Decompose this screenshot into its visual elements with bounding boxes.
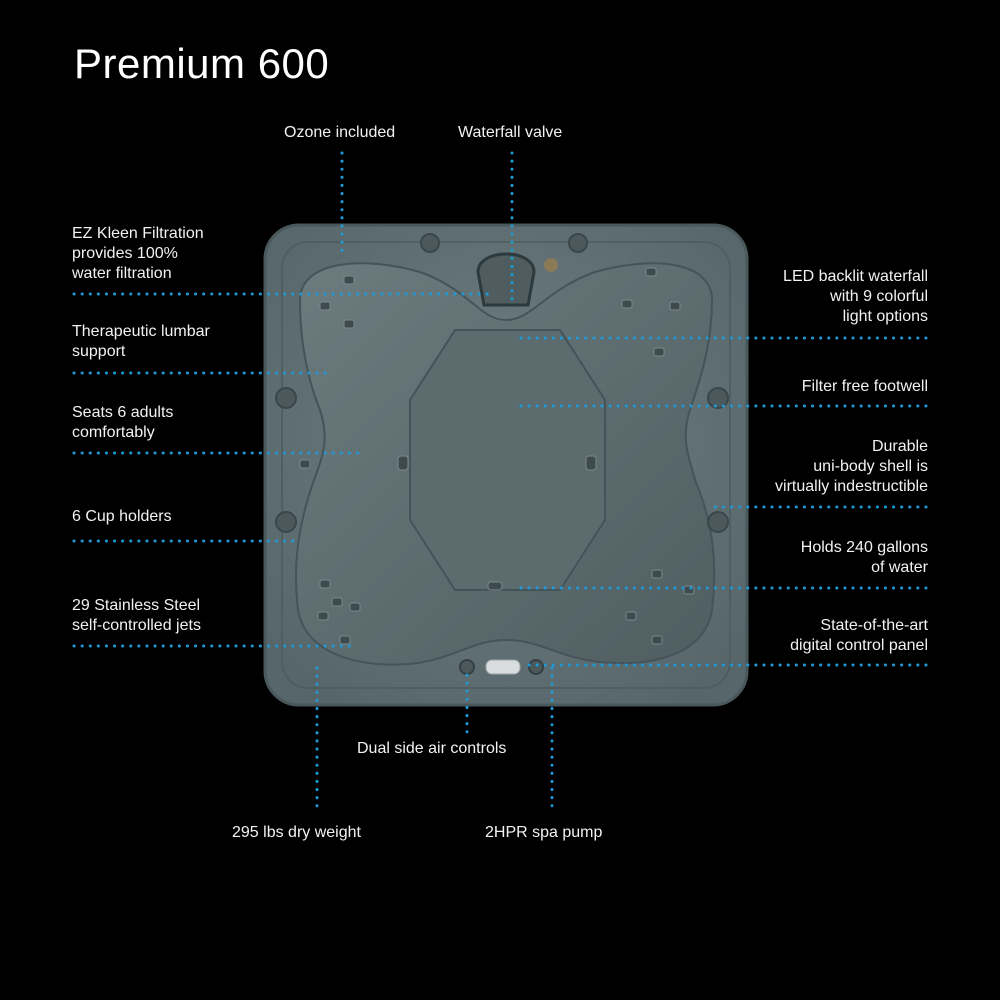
callout-therapeutic-lumbar-support: Therapeutic lumbar support	[72, 323, 210, 360]
callout-waterfall-valve: Waterfall valve	[458, 124, 563, 141]
callout-dual-side-air-controls: Dual side air controls	[357, 740, 507, 757]
footwell	[409, 329, 606, 591]
callout-leaders	[72, 151, 928, 812]
callout-holds-240-gallons: Holds 240 gallons of water	[800, 539, 928, 576]
callout-led-backlit-waterfall: LED backlit waterfall with 9 colorful li…	[783, 268, 928, 325]
callout-filter-free-footwell: Filter free footwell	[801, 378, 928, 395]
callout-uni-body-shell: Durable uni-body shell is virtually inde…	[775, 438, 928, 495]
waterfall-housing	[476, 252, 536, 307]
control-panel	[485, 659, 521, 675]
page-title: Premium 600	[74, 40, 330, 87]
callout-seats-6-adults: Seats 6 adults comfortably	[72, 404, 174, 441]
callout-dry-weight: 295 lbs dry weight	[232, 824, 361, 841]
air-control	[459, 659, 475, 675]
callout-ozone-included: Ozone included	[284, 124, 396, 141]
ozone-fitting	[544, 258, 558, 272]
callout-ez-kleen-filtration: EZ Kleen Filtration provides 100% water …	[72, 225, 204, 282]
callout-digital-control-panel: State-of-the-art digital control panel	[790, 617, 928, 654]
cup-holders	[275, 233, 729, 533]
pump-control	[528, 659, 544, 675]
callout-spa-pump: 2HPR spa pump	[485, 824, 603, 841]
jets	[299, 267, 695, 645]
callout-stainless-steel-jets: 29 Stainless Steel self-controlled jets	[72, 597, 201, 634]
spa-rim	[281, 241, 731, 689]
callout-cup-holders: 6 Cup holders	[72, 508, 172, 525]
